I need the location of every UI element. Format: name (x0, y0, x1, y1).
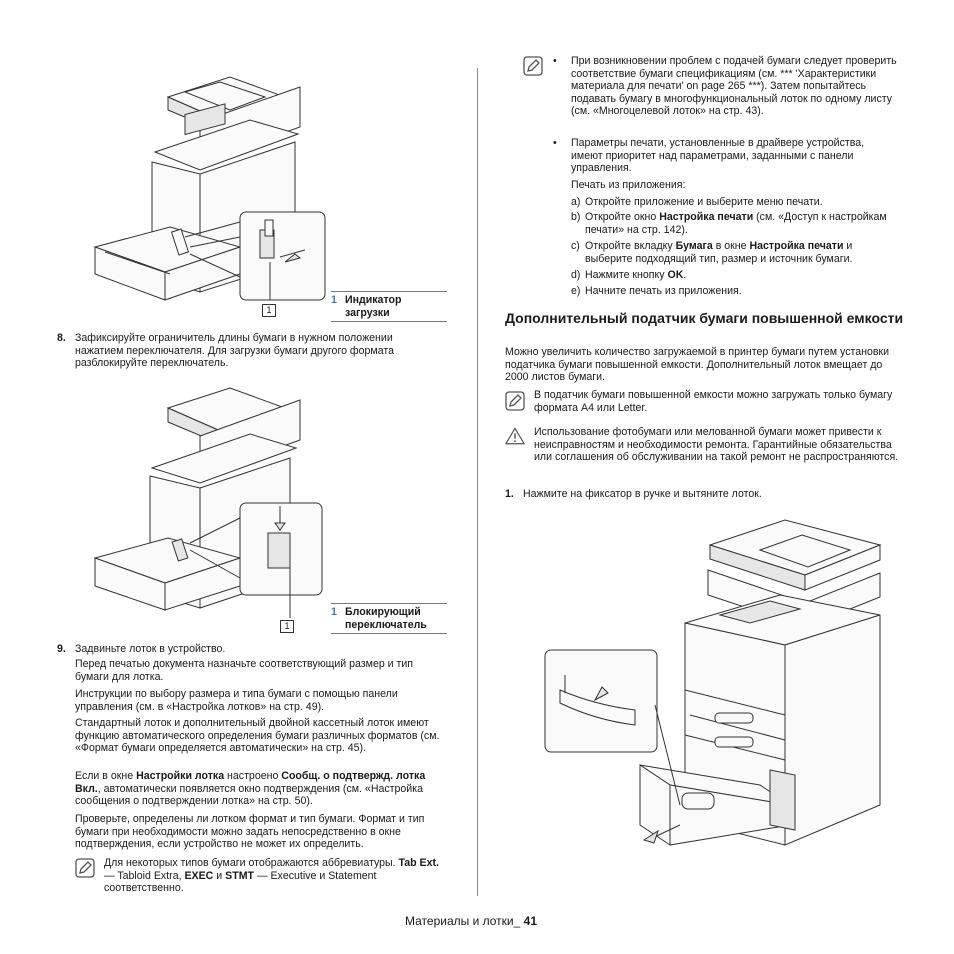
section-intro: Можно увеличить количество загружаемой в… (505, 346, 890, 383)
note-paper-format: В податчик бумаги повышенной емкости мож… (534, 389, 893, 414)
caption-number: 1 (331, 294, 337, 306)
hcf-printer-illustration (544, 519, 882, 846)
step-text: Задвиньте лоток в устройство. (75, 643, 226, 655)
warning-text: Использование фотобумаги или мелованной … (534, 426, 899, 463)
note-bullet-1: • При возникновении проблем с подачей бу… (553, 55, 897, 117)
note-pencil-icon (523, 56, 543, 76)
caption-label: Индикатор загрузки (345, 294, 402, 319)
printer-illustration-1 (93, 76, 326, 301)
substep-b: b) Откройте окно Настройка печати (см. «… (571, 211, 887, 236)
callout-1: 1 (262, 304, 276, 317)
column-divider (477, 68, 478, 896)
step-text: Нажмите на фиксатор в ручке и вытяните л… (523, 488, 762, 500)
step-8: 8. Зафиксируйте ограничитель длины бумаг… (57, 332, 437, 372)
substep-e: e) Начните печать из приложения. (571, 285, 742, 297)
step-9: 9. Задвиньте лоток в устройство. (57, 643, 437, 657)
figure-caption-2: 1 Блокирующий переключатель (331, 603, 447, 634)
section-title: Дополнительный податчик бумаги повышенно… (505, 310, 904, 326)
step-9-para-2: Инструкции по выбору размера и типа бума… (75, 688, 398, 713)
print-from-app-label: Печать из приложения: (571, 179, 686, 191)
printer-illustration-2 (93, 387, 323, 618)
step-9-para-5: Проверьте, определены ли лотком формат и… (75, 813, 425, 850)
callout-2: 1 (280, 620, 294, 633)
step-number: 9. (57, 643, 66, 655)
page-footer: Материалы и лотки_ 41 (405, 915, 565, 928)
step-9-para-1: Перед печатью документа назначьте соотве… (75, 658, 414, 683)
step-number: 1. (505, 488, 514, 500)
substep-a: a) Откройте приложение и выберите меню п… (571, 196, 823, 208)
footer-chapter: Материалы и лотки_ (405, 914, 524, 928)
substep-c: c) Откройте вкладку Бумага в окне Настро… (571, 240, 853, 265)
step-9-para-3: Стандартный лоток и дополнительный двойн… (75, 717, 440, 754)
page-number: 41 (523, 914, 537, 928)
warning-triangle-icon (505, 427, 525, 445)
caption-number: 1 (331, 606, 337, 618)
note-abbreviations: Для некоторых типов бумаги отображаются … (104, 857, 439, 894)
step-1: 1. Нажмите на фиксатор в ручке и вытянит… (505, 488, 895, 502)
step-number: 8. (57, 332, 66, 344)
step-text: Зафиксируйте ограничитель длины бумаги в… (75, 332, 394, 369)
step-9-para-4: Если в окне Настройки лотка настроено Со… (75, 770, 426, 807)
substep-d: d) Нажмите кнопку OK. (571, 269, 687, 281)
note-pencil-icon (505, 391, 525, 411)
figure-caption-1: 1 Индикатор загрузки (331, 291, 447, 322)
note-pencil-icon (75, 858, 95, 878)
note-bullet-2: • Параметры печати, установленные в драй… (553, 137, 865, 174)
caption-label: Блокирующий переключатель (345, 606, 427, 631)
